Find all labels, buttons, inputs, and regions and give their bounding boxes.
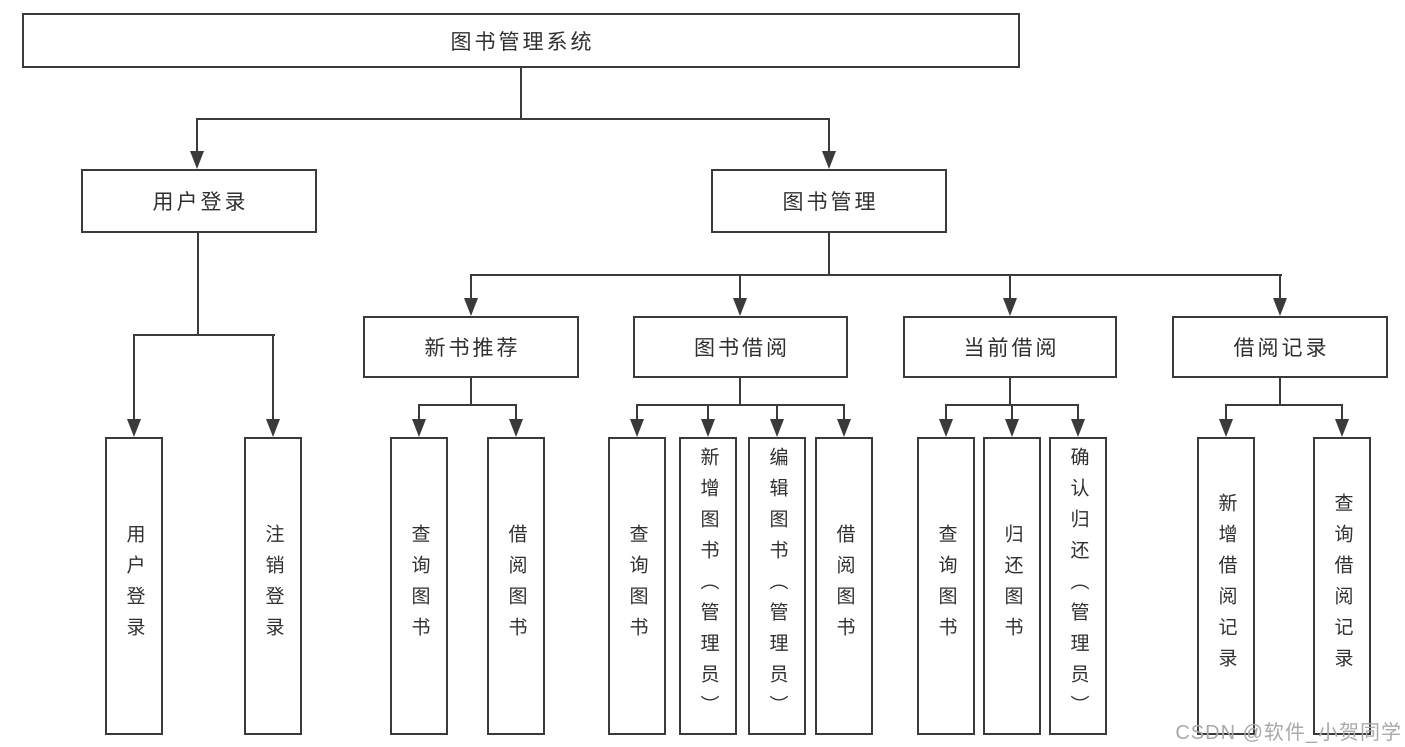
leaf-borrow-books-label: 借阅图书 xyxy=(833,524,855,648)
arrowhead-leaf xyxy=(412,419,426,437)
leaf-query-borrow-record: 查询借阅记录 xyxy=(1313,437,1371,735)
arrowhead-leaf xyxy=(770,419,784,437)
node-library-system: 图书管理系统 xyxy=(22,13,1020,68)
connector-leaf-drop xyxy=(1225,404,1227,421)
connector-user-login-drop xyxy=(196,118,198,152)
node-library-system-label: 图书管理系统 xyxy=(450,30,595,54)
leaf-query-books: 查询图书 xyxy=(390,437,448,735)
connector-l3-drop xyxy=(1279,274,1281,299)
connector-leaf-drop xyxy=(776,404,778,421)
arrowhead-book-borrow xyxy=(733,298,747,316)
node-book-borrow-label: 图书借阅 xyxy=(694,337,790,360)
leaf-borrow-books: 借阅图书 xyxy=(815,437,873,735)
connector-book-mgmt-stem xyxy=(828,233,830,276)
leaf-confirm-return-admin: 确认归还（管理员） xyxy=(1049,437,1107,735)
csdn-watermark: CSDN @软件_小贺同学 xyxy=(1175,722,1402,744)
leaf-return-books: 归还图书 xyxy=(983,437,1041,735)
arrowhead-book-mgmt xyxy=(822,151,836,169)
arrowhead-leaf xyxy=(127,419,141,437)
connector-l3-drop xyxy=(739,274,741,299)
leaf-borrow-books: 借阅图书 xyxy=(487,437,545,735)
node-borrow-records: 借阅记录 xyxy=(1172,316,1388,378)
arrowhead-leaf xyxy=(630,419,644,437)
leaf-add-books-admin: 新增图书（管理员） xyxy=(679,437,737,735)
arrowhead-borrow-records xyxy=(1273,298,1287,316)
connector-book-borrow-stem xyxy=(739,378,741,406)
connector-leaf-drop xyxy=(636,404,638,421)
connector-leaf-drop xyxy=(418,404,420,421)
arrowhead-leaf xyxy=(1005,419,1019,437)
connector-leaf-drop xyxy=(945,404,947,421)
connector-leaf-drop xyxy=(272,334,274,420)
arrowhead-user-login xyxy=(190,151,204,169)
connector-user-login-hline xyxy=(133,334,275,336)
arrowhead-new-book-rec xyxy=(464,298,478,316)
node-new-book-rec-label: 新书推荐 xyxy=(424,337,521,360)
arrowhead-leaf xyxy=(837,419,851,437)
leaf-query-books-label: 查询图书 xyxy=(408,524,430,648)
connector-book-borrow-hline xyxy=(636,404,845,406)
connector-current-borrow-stem xyxy=(1009,378,1011,406)
arrowhead-leaf xyxy=(1071,419,1085,437)
arrowhead-leaf xyxy=(1335,419,1349,437)
node-book-mgmt: 图书管理 xyxy=(711,169,947,233)
node-user-login-label: 用户登录 xyxy=(152,191,249,214)
connector-l3-drop xyxy=(1009,274,1011,299)
leaf-edit-books-admin-label: 编辑图书（管理员） xyxy=(766,446,788,726)
node-current-borrow: 当前借阅 xyxy=(903,316,1117,378)
leaf-add-borrow-record-label: 新增借阅记录 xyxy=(1215,493,1237,679)
connector-leaf-drop xyxy=(1011,404,1013,421)
arrowhead-leaf xyxy=(1219,419,1233,437)
leaf-add-borrow-record: 新增借阅记录 xyxy=(1197,437,1255,735)
leaf-confirm-return-admin-label: 确认归还（管理员） xyxy=(1067,446,1089,726)
node-borrow-records-label: 借阅记录 xyxy=(1233,337,1330,360)
leaf-query-books-label: 查询图书 xyxy=(626,524,648,648)
leaf-logout-label: 注销登录 xyxy=(262,524,284,648)
connector-leaf-drop xyxy=(1077,404,1079,421)
leaf-user-login: 用户登录 xyxy=(105,437,163,735)
leaf-return-books-label: 归还图书 xyxy=(1001,524,1023,648)
leaf-query-books: 查询图书 xyxy=(608,437,666,735)
connector-book-mgmt-drop xyxy=(828,118,830,152)
leaf-query-borrow-record-label: 查询借阅记录 xyxy=(1331,493,1353,679)
arrowhead-leaf xyxy=(939,419,953,437)
leaf-add-books-admin-label: 新增图书（管理员） xyxy=(697,446,719,726)
connector-root-stem xyxy=(520,68,522,120)
node-book-mgmt-label: 图书管理 xyxy=(782,191,879,214)
connector-leaf-drop xyxy=(1341,404,1343,421)
connector-level2-hline xyxy=(470,274,1282,276)
leaf-query-books: 查询图书 xyxy=(917,437,975,735)
connector-leaf-drop xyxy=(843,404,845,421)
connector-borrow-records-stem xyxy=(1279,378,1281,406)
leaf-user-login-label: 用户登录 xyxy=(123,524,145,648)
node-user-login: 用户登录 xyxy=(81,169,317,233)
leaf-edit-books-admin: 编辑图书（管理员） xyxy=(748,437,806,735)
node-current-borrow-label: 当前借阅 xyxy=(963,337,1060,360)
arrowhead-current-borrow xyxy=(1003,298,1017,316)
leaf-logout: 注销登录 xyxy=(244,437,302,735)
connector-level1-hline xyxy=(196,118,830,120)
connector-leaf-drop xyxy=(133,334,135,420)
leaf-borrow-books-label: 借阅图书 xyxy=(505,524,527,648)
leaf-query-books-label: 查询图书 xyxy=(935,524,957,648)
connector-borrow-records-hline xyxy=(1225,404,1343,406)
node-new-book-rec: 新书推荐 xyxy=(363,316,579,378)
arrowhead-leaf xyxy=(701,419,715,437)
connector-l3-drop xyxy=(470,274,472,299)
node-book-borrow: 图书借阅 xyxy=(633,316,848,378)
connector-new-book-rec-stem xyxy=(470,378,472,406)
connector-user-login-stem xyxy=(197,233,199,336)
arrowhead-leaf xyxy=(509,419,523,437)
connector-leaf-drop xyxy=(707,404,709,421)
arrowhead-leaf xyxy=(266,419,280,437)
connector-new-book-rec-hline xyxy=(418,404,517,406)
connector-leaf-drop xyxy=(515,404,517,421)
